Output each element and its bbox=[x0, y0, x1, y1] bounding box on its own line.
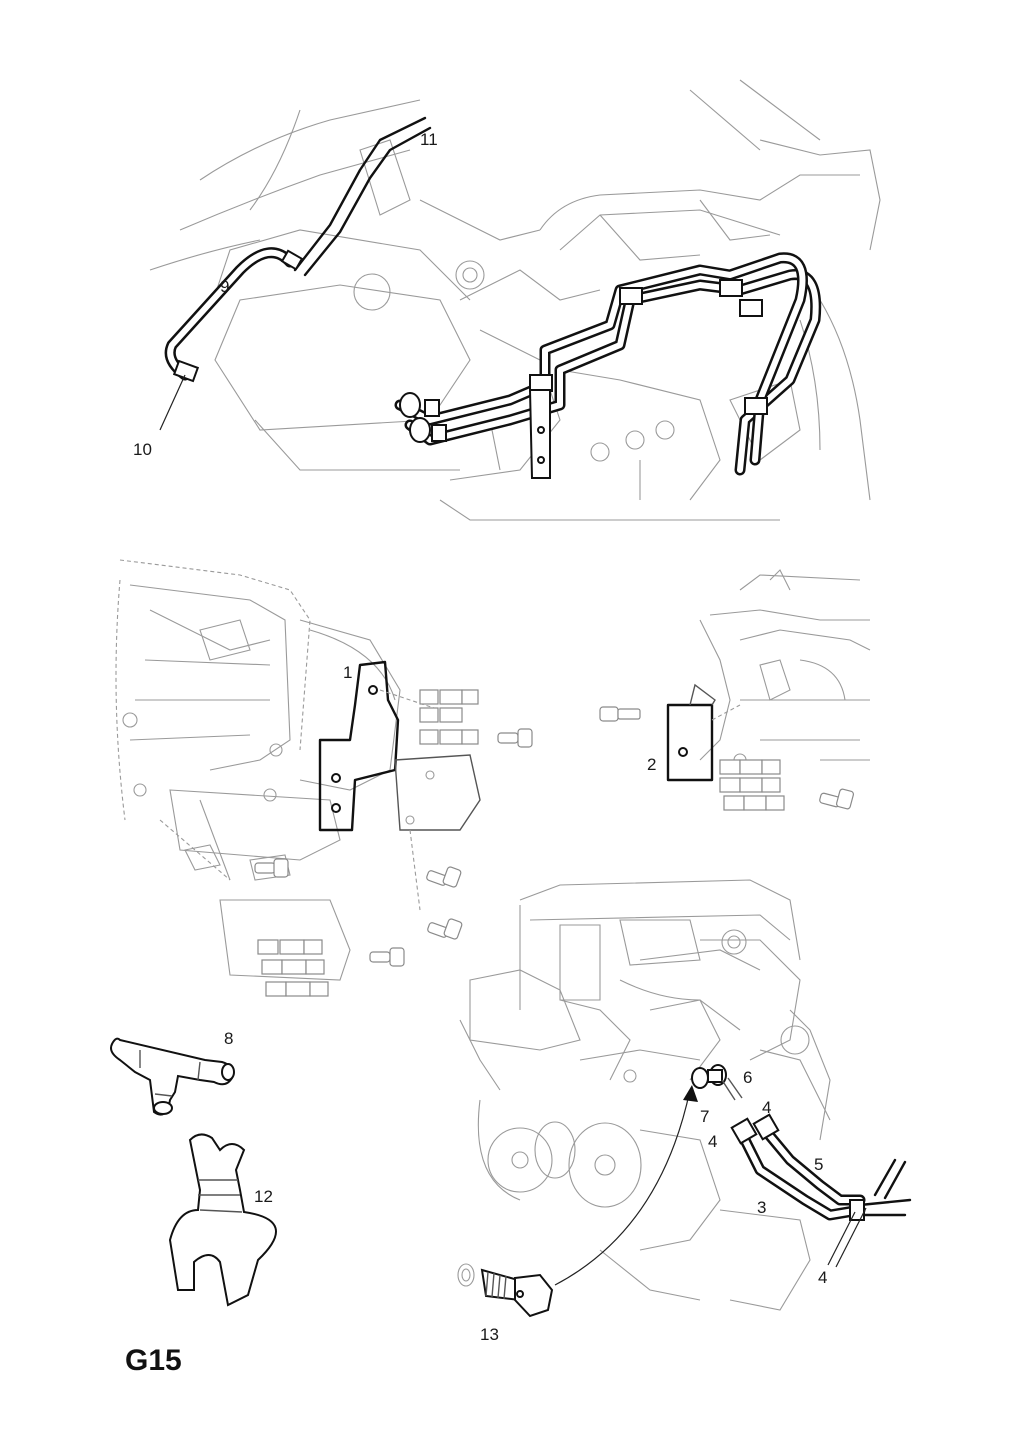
bolt bbox=[254, 858, 289, 878]
callout-9: 9 bbox=[220, 277, 229, 296]
bottom-engine-view: 6 7 4 4 5 3 4 bbox=[459, 879, 912, 1311]
pipe-clip-stack bbox=[257, 939, 329, 997]
callout-4-middle: 4 bbox=[708, 1132, 717, 1151]
callout-11: 11 bbox=[420, 130, 438, 149]
page-code: G15 bbox=[125, 1344, 182, 1377]
banjo-bolt-part: 13 bbox=[457, 1263, 554, 1344]
bolt bbox=[427, 918, 463, 940]
callout-8: 8 bbox=[224, 1029, 233, 1048]
middle-right-bracket-view: 2 bbox=[599, 569, 871, 811]
pipe-clip-stack bbox=[419, 689, 479, 745]
bolt bbox=[599, 706, 641, 722]
callout-7: 7 bbox=[700, 1107, 709, 1126]
callout-12: 12 bbox=[254, 1187, 273, 1206]
bolt bbox=[426, 866, 462, 888]
t-connector-part: 8 bbox=[110, 1029, 235, 1116]
pipe-clip-part: 12 bbox=[168, 1133, 277, 1307]
bolt bbox=[819, 788, 855, 810]
callout-13: 13 bbox=[480, 1325, 499, 1344]
callout-1: 1 bbox=[343, 663, 352, 682]
top-engine-bay-view: 9 10 11 bbox=[133, 79, 881, 521]
bolt bbox=[369, 947, 405, 967]
callout-5: 5 bbox=[814, 1155, 823, 1174]
middle-left-transmission-view: 1 bbox=[115, 559, 533, 997]
bolt bbox=[497, 728, 533, 748]
callout-6: 6 bbox=[743, 1068, 752, 1087]
callout-3: 3 bbox=[757, 1198, 766, 1217]
pipe-clip-stack bbox=[719, 759, 785, 811]
callout-4-lower: 4 bbox=[818, 1268, 827, 1287]
callout-2: 2 bbox=[647, 755, 656, 774]
callout-4-upper: 4 bbox=[762, 1098, 771, 1117]
callout-10: 10 bbox=[133, 440, 152, 459]
